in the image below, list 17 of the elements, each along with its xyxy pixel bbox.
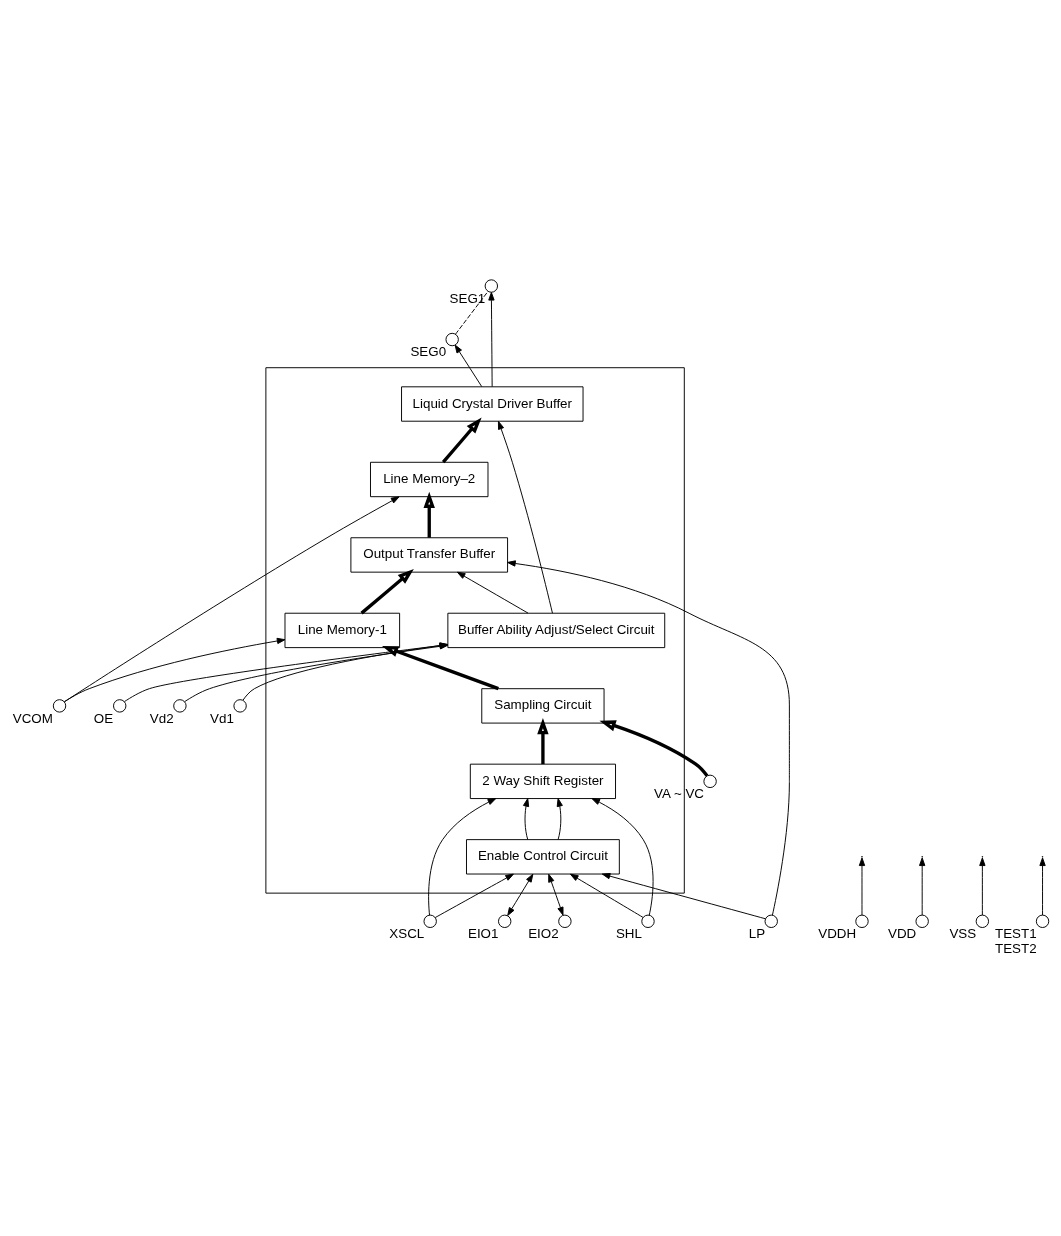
node-label: EIO1 <box>467 926 499 942</box>
node-label: TEST1 <box>995 926 1037 942</box>
node-label: VDDH <box>818 926 857 942</box>
node-label: VDD <box>888 926 917 942</box>
node-label: Vd1 <box>210 710 234 726</box>
node-label: VA ~ VC <box>654 786 704 802</box>
node-label: XSCL <box>389 926 425 942</box>
node-label: VSS <box>949 926 977 942</box>
node-label: SHL <box>615 926 642 942</box>
node-label: EIO2 <box>528 926 559 942</box>
node-label: TEST2 <box>995 940 1037 956</box>
node-label: SEG0 <box>410 344 447 360</box>
node-label: LP <box>748 926 766 942</box>
node-label: Vd2 <box>149 710 174 726</box>
node-label: VCOM <box>12 710 53 726</box>
node-label: SEG1 <box>449 290 486 306</box>
node-label: OE <box>93 710 114 726</box>
